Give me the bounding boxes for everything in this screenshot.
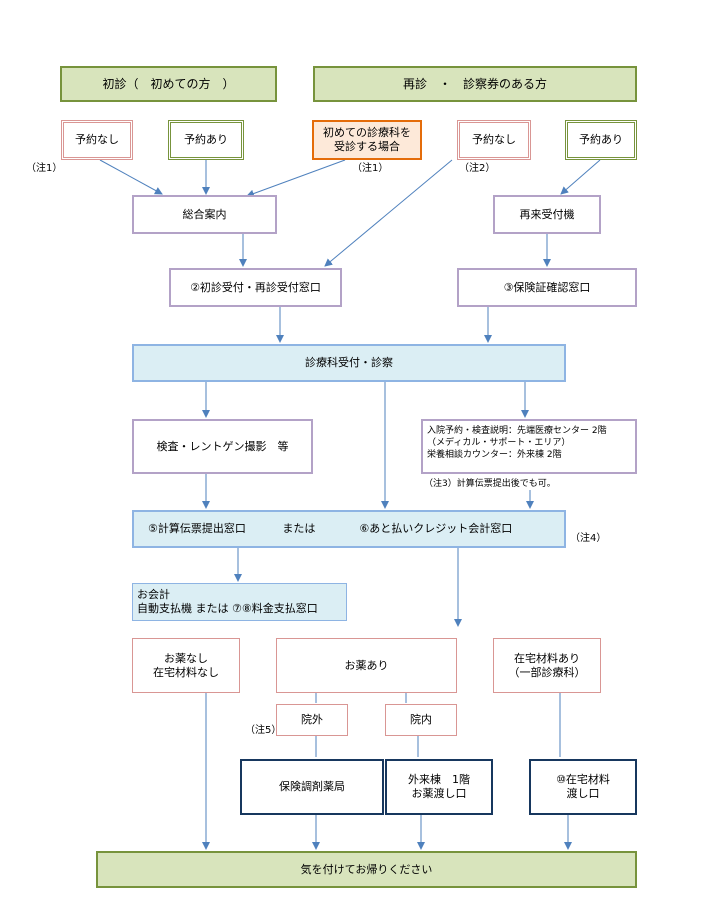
note-4: （注4） [570,533,607,544]
admission-info: 入院予約・検査説明：先端医療センター 2階 （メディカル・サポート・エリア） 栄… [421,419,637,474]
final-message: 気を付けてお帰りください [96,851,637,888]
payment: お会計 自動支払機 または ⑦⑧料金支払窓口 [132,583,347,621]
outside-pharmacy-branch: 院外 [276,704,348,736]
note-1-left: （注1） [26,163,63,174]
arrow-revisit-res-to-machine [560,159,601,195]
first-dept-visit: 初めての診療科を 受診する場合 [312,120,422,160]
dept-reception: 診療科受付・診察 [132,344,566,382]
header-first-visit: 初診（ 初めての方 ） [60,66,277,102]
arrow-revisit-no-res-to-window [324,159,453,267]
revisit-no-reservation: 予約なし [457,120,531,160]
arrow-first-fee-to-info [246,159,346,198]
revisit-reservation: 予約あり [565,120,637,160]
insurance-pharmacy: 保険調剤薬局 [240,759,384,815]
reception-window: ②初診受付・再診受付窓口 [169,268,342,307]
note-2: （注2） [459,163,496,174]
revisit-machine: 再来受付機 [493,195,601,234]
note-3: （注3）計算伝票提出後でも可。 [424,479,556,489]
note-5: （注5） [245,725,282,736]
outpatient-pickup: 外来棟 1階 お薬渡し口 [385,759,493,815]
note-1-mid: （注1） [352,163,389,174]
inside-pharmacy-branch: 院内 [385,704,457,736]
arrow-no-res-to-info [99,159,163,195]
medicine: お薬あり [276,638,457,693]
first-no-reservation: 予約なし [61,120,133,160]
first-reservation: 予約あり [168,120,244,160]
examination: 検査・レントゲン撮影 等 [132,419,313,474]
header-revisit: 再診 ・ 診察券のある方 [313,66,637,102]
home-material: 在宅材料あり （一部診療科） [493,638,601,693]
general-information: 総合案内 [132,195,277,234]
no-medicine: お薬なし 在宅材料なし [132,638,240,693]
billing-window: ⑤計算伝票提出窓口 または ⑥あと払いクレジット会計窓口 [132,510,566,548]
home-material-window: ⑩在宅材料 渡し口 [529,759,637,815]
insurance-window: ③保険証確認窓口 [457,268,637,307]
